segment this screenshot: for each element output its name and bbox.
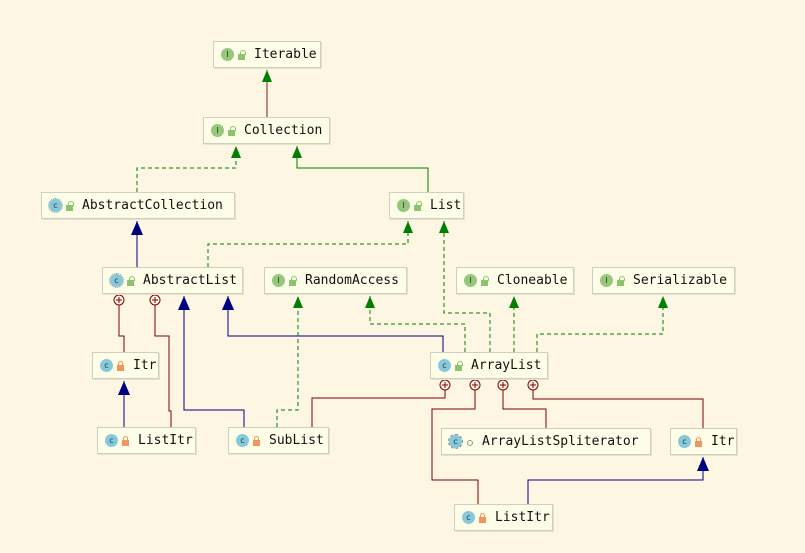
edge-abstractlist-inner-itr <box>118 305 125 352</box>
package-visibility-icon <box>465 437 474 447</box>
inner-marker-icon <box>497 379 509 391</box>
abstract-class-icon: c <box>48 198 63 213</box>
public-lock-icon <box>413 200 422 211</box>
node-array-list-spliterator[interactable]: c ArrayListSpliterator <box>441 428 651 455</box>
node-label: SubList <box>269 433 324 448</box>
inner-marker-icon <box>527 379 539 391</box>
class-icon: c <box>462 511 475 524</box>
edge-arraylist-inner-listitr <box>431 390 479 504</box>
node-collection[interactable]: I Collection <box>203 117 330 144</box>
node-label: List <box>430 198 462 213</box>
edge-arraylist-inner-sublist <box>311 390 446 427</box>
class-icon: c <box>678 435 691 448</box>
edge-arraylist-implements-serializable <box>536 296 668 352</box>
node-random-access[interactable]: I RandomAccess <box>264 267 407 294</box>
public-lock-icon <box>237 49 246 60</box>
node-label: AbstractCollection <box>82 198 223 213</box>
public-lock-icon <box>288 275 297 286</box>
node-sub-list[interactable]: c SubList <box>228 427 329 454</box>
node-label: ArrayListSpliterator <box>482 434 639 449</box>
public-lock-icon <box>616 275 625 286</box>
public-lock-icon <box>480 275 489 286</box>
class-icon: c <box>438 359 451 372</box>
private-lock-icon <box>478 512 487 523</box>
inner-marker-icon <box>439 379 451 391</box>
node-list[interactable]: I List <box>389 192 464 219</box>
class-icon: c <box>236 434 249 447</box>
private-lock-icon <box>694 436 703 447</box>
public-lock-icon <box>65 200 74 211</box>
final-class-icon: c <box>448 434 463 449</box>
node-label: Cloneable <box>497 273 568 288</box>
edge-arraylist-inner-spliterator <box>502 390 547 428</box>
public-lock-icon <box>227 125 236 136</box>
node-itr-left[interactable]: c Itr <box>92 352 159 379</box>
edge-abstractlist-implements-list <box>207 221 413 267</box>
node-serializable[interactable]: I Serializable <box>592 267 735 294</box>
node-label: Serializable <box>633 273 727 288</box>
inner-marker-icon <box>113 294 125 306</box>
node-label: Itr <box>133 358 157 373</box>
class-icon: c <box>100 359 113 372</box>
edge-sublist-extends-abstractlist <box>178 296 245 427</box>
inner-marker-icon <box>149 294 161 306</box>
interface-icon: I <box>464 274 477 287</box>
inner-class-markers <box>113 294 539 391</box>
node-array-list[interactable]: c ArrayList <box>430 352 548 379</box>
node-label: Itr <box>711 434 735 449</box>
private-lock-icon <box>121 435 130 446</box>
interface-icon: I <box>221 48 234 61</box>
edge-arraylist-extends-abstractlist <box>222 296 444 352</box>
node-label: Collection <box>244 123 323 138</box>
abstract-class-icon: c <box>109 273 124 288</box>
interface-icon: I <box>211 124 224 137</box>
node-itr-right[interactable]: c Itr <box>670 428 737 455</box>
node-label: ListItr <box>138 433 193 448</box>
node-label: AbstractList <box>143 273 237 288</box>
interface-icon: I <box>397 199 410 212</box>
edge-abstractcollection-implements-collection <box>136 146 241 192</box>
interface-icon: I <box>272 274 285 287</box>
private-lock-icon <box>252 435 261 446</box>
interface-icon: I <box>600 274 613 287</box>
edge-abstractlist-inner-listitr <box>154 305 172 427</box>
node-abstract-collection[interactable]: c AbstractCollection <box>41 192 235 219</box>
public-lock-icon <box>126 275 135 286</box>
node-label: Iterable <box>254 47 317 62</box>
node-cloneable[interactable]: I Cloneable <box>456 267 574 294</box>
node-abstract-list[interactable]: c AbstractList <box>102 267 243 294</box>
node-label: ListItr <box>495 510 550 525</box>
edge-sublist-implements-randomaccess <box>276 296 303 427</box>
node-label: RandomAccess <box>305 273 399 288</box>
private-lock-icon <box>116 360 125 371</box>
edge-arraylist-inner-itr <box>532 390 704 428</box>
edge-list-extends-collection <box>292 146 429 192</box>
edge-arraylist-implements-randomaccess <box>365 296 466 352</box>
inner-marker-icon <box>469 379 481 391</box>
node-list-itr-left[interactable]: c ListItr <box>97 427 196 454</box>
class-icon: c <box>105 434 118 447</box>
node-iterable[interactable]: I Iterable <box>213 41 321 68</box>
edge-listitr-extends-itr-right <box>527 457 709 504</box>
node-list-itr-bottom[interactable]: c ListItr <box>454 504 553 531</box>
public-lock-icon <box>454 360 463 371</box>
node-label: ArrayList <box>471 358 542 373</box>
